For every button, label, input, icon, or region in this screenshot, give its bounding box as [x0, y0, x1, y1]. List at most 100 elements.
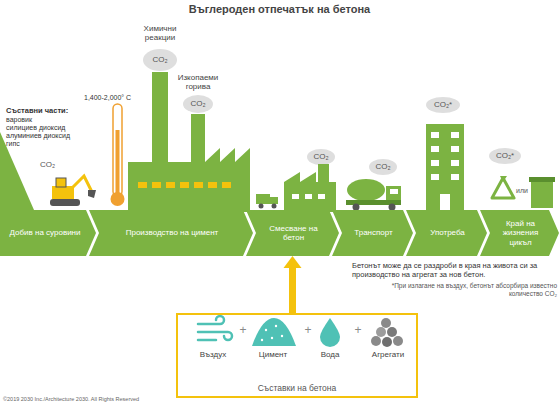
factory-building — [128, 148, 250, 212]
factory-window — [194, 182, 203, 188]
chimney — [191, 114, 205, 164]
plus-sign: + — [237, 323, 249, 337]
chevron-fill — [246, 210, 339, 256]
cement-dot — [275, 325, 277, 327]
cement-dot — [261, 339, 263, 341]
cement-dot — [281, 335, 283, 337]
wheel — [389, 204, 396, 211]
excavator-body — [52, 186, 74, 199]
box-heading: Съставки на бетона — [258, 383, 337, 393]
copyright: ©2019 2030 Inc./Architecture 2030. All R… — [3, 396, 139, 402]
stage-label: Производство на цимент — [126, 228, 219, 238]
excavator-icon — [50, 176, 96, 206]
excavator-track — [50, 199, 80, 206]
excavator-arm — [72, 176, 92, 192]
factory-window — [166, 182, 175, 188]
ingredient-label: Вода — [312, 350, 348, 359]
wheel — [353, 204, 360, 211]
building-window — [451, 132, 459, 138]
arrow-head — [284, 256, 302, 268]
chimney — [152, 72, 168, 164]
plant-building — [284, 172, 336, 212]
plus-sign: + — [302, 323, 314, 337]
factory-window — [180, 182, 189, 188]
building-icon — [426, 97, 464, 212]
thermometer-mercury — [116, 130, 120, 196]
ingredient-label: Въздух — [190, 350, 236, 359]
aggregate-stone — [387, 327, 397, 337]
chevron-fill — [480, 210, 559, 256]
cement-dot — [265, 329, 267, 331]
or-label: или — [516, 187, 528, 194]
building-window — [431, 174, 439, 180]
wheel — [259, 204, 264, 209]
co2-label: CO₂ — [40, 160, 55, 169]
stage-chevron: Транспорт — [332, 210, 413, 256]
parts-item: варовик — [6, 116, 32, 123]
hill — [0, 132, 34, 210]
building-window — [451, 146, 459, 152]
smoke-cloud — [369, 159, 397, 175]
process-note: Изкопаеми горива — [168, 73, 228, 91]
mixer-truck — [346, 159, 401, 211]
co2-label: CO₂ — [186, 99, 210, 108]
water-icon — [320, 318, 340, 347]
building-window — [451, 174, 459, 180]
chevron-fill — [0, 210, 96, 256]
stage-chevron: Край на жизнения цикъл — [480, 210, 559, 256]
ingredient-arrow — [284, 256, 302, 313]
building-window — [431, 132, 439, 138]
ingredient-icons — [198, 316, 403, 347]
mixing-plant — [256, 149, 336, 212]
dumpster — [531, 182, 553, 208]
building — [426, 124, 464, 212]
ingredient-label: Цимент — [248, 350, 298, 359]
note: Бетонът може да се раздроби в края на жи… — [352, 261, 557, 279]
dumpster-lid — [529, 177, 555, 182]
parts-item: алуминиев диоксид — [6, 132, 70, 139]
process-note: Химични реакции — [132, 24, 188, 42]
air-icon — [198, 316, 232, 340]
factory-window — [152, 182, 161, 188]
co2-label: CO₂ — [371, 162, 395, 171]
smoke-cloud — [307, 149, 335, 165]
factory-window — [222, 182, 231, 188]
aggregate-stone — [393, 336, 403, 346]
ingredient-label: Агрегати — [362, 350, 414, 359]
cement-icon — [252, 318, 296, 346]
silo — [318, 164, 329, 184]
smoke-cloud — [426, 97, 460, 113]
aggregate-stone — [371, 336, 381, 346]
stage-chevron: Смесване на бетон — [246, 210, 339, 256]
cement-dot — [271, 337, 273, 339]
stage-label: Добив на суровини — [10, 228, 81, 238]
excavator-bucket — [88, 190, 96, 198]
building-door — [440, 194, 450, 212]
stage-chevron: Производство на цимент — [89, 210, 253, 256]
recycle-arrowhead — [500, 176, 507, 182]
stage-chevron: Добив на суровини — [0, 210, 96, 256]
stage-label: Край на жизнения цикъл — [496, 219, 545, 248]
factory-window — [138, 182, 147, 188]
chevron-fill — [406, 210, 487, 256]
smoke-cloud — [183, 95, 213, 113]
co2-label: CO₂* — [491, 151, 519, 160]
plant-window — [305, 194, 312, 199]
diagram-title: Въглероден отпечатък на бетона — [0, 3, 559, 15]
building-window — [451, 160, 459, 166]
building-window — [431, 146, 439, 152]
smoke-cloud — [489, 148, 521, 164]
aggregate-stone — [381, 318, 391, 328]
temperature-label: 1,400-2,000° C — [84, 94, 131, 101]
excavator-cab — [56, 178, 66, 187]
thermometer-bulb — [111, 192, 125, 206]
arrow-shaft — [289, 267, 296, 313]
aggregate-stone — [376, 327, 386, 337]
co2-label: CO₂* — [429, 100, 457, 109]
chevron-fill — [89, 210, 253, 256]
thermometer-icon — [111, 104, 125, 206]
plant-window — [318, 194, 325, 199]
mixer-drum — [347, 179, 385, 201]
